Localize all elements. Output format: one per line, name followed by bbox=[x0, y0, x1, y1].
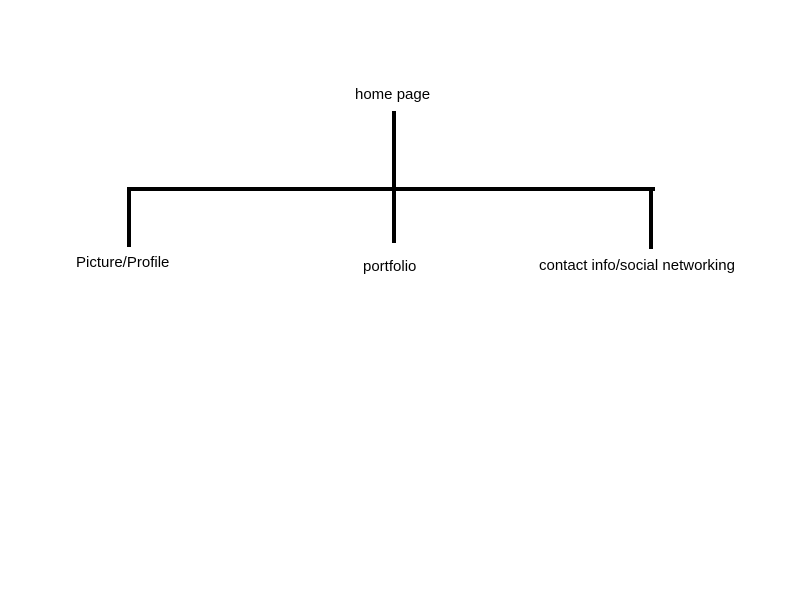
child-connector-portfolio bbox=[392, 187, 396, 243]
horizontal-branch-line bbox=[127, 187, 655, 191]
child-connector-picture-profile bbox=[127, 187, 131, 247]
child-node-portfolio: portfolio bbox=[363, 258, 417, 275]
root-node-home-page: home page bbox=[355, 86, 431, 103]
child-connector-contact-info bbox=[649, 187, 653, 249]
child-node-contact-info: contact info/social networking bbox=[539, 257, 735, 274]
root-connector bbox=[392, 111, 396, 191]
child-node-picture-profile: Picture/Profile bbox=[76, 254, 170, 271]
